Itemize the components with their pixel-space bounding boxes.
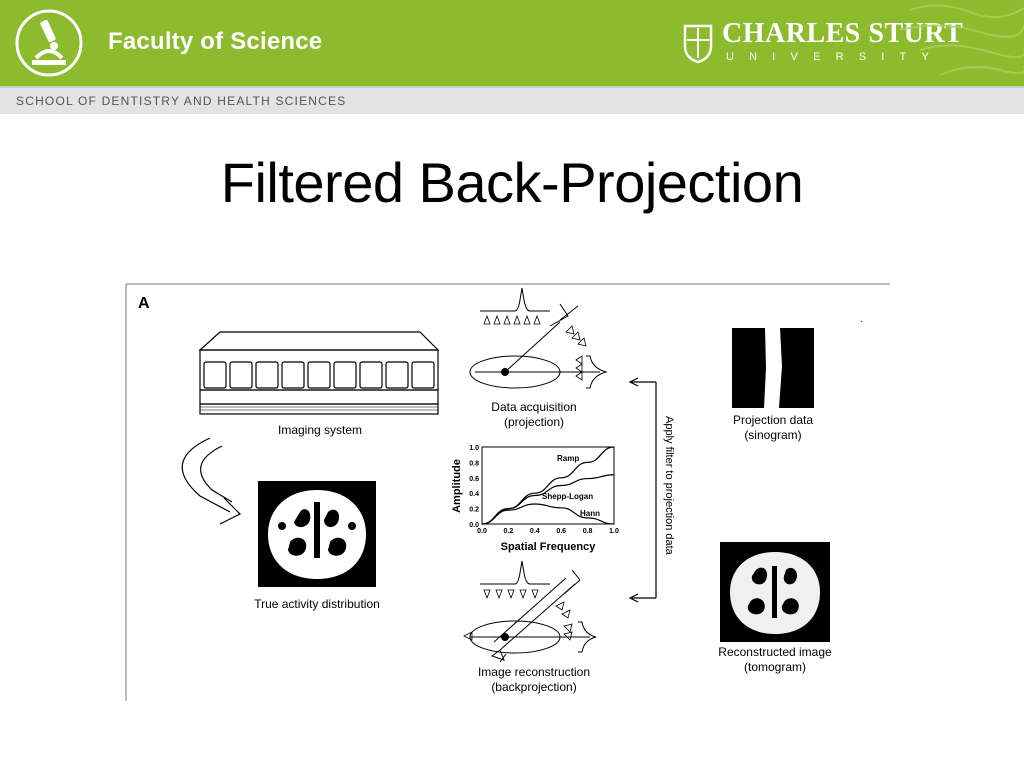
panel-label: A	[138, 295, 150, 312]
header-bar: Faculty of Science CHARLES STURT UNIVERS…	[0, 0, 1024, 86]
x-tick-label: 0.2	[504, 528, 514, 535]
x-tick-label: 1.0	[609, 528, 619, 535]
y-tick-label: 0.8	[469, 460, 479, 467]
reconstruction-label-1: Image reconstruction	[478, 665, 590, 679]
series-line-shepp-logan	[481, 474, 615, 525]
image-reconstruction-diagram	[463, 560, 597, 663]
true-activity-label: True activity distribution	[254, 597, 380, 611]
curved-arrow-icon	[181, 437, 242, 525]
data-acquisition-label-1: Data acquisition	[491, 400, 576, 414]
university-name: CHARLES STURT	[722, 18, 964, 49]
reconstructed-label-1: Reconstructed image	[718, 645, 832, 659]
apply-filter-label: Apply filter to projection data	[663, 416, 675, 556]
projection-data-label-2: (sinogram)	[744, 428, 801, 442]
reconstructed-image	[720, 542, 830, 642]
chart-plot-area	[481, 446, 615, 525]
y-tick-label: 0.6	[469, 476, 479, 483]
imaging-system-label: Imaging system	[278, 423, 362, 437]
data-acquisition-diagram	[469, 287, 608, 389]
imaging-system-diagram	[198, 331, 440, 415]
microscope-icon	[14, 8, 84, 78]
y-tick-label: 1.0	[469, 445, 479, 452]
projection-data-label-1: Projection data	[733, 413, 813, 427]
figure-panel: A Imaging system	[120, 276, 900, 706]
faculty-title: Faculty of Science	[108, 28, 323, 55]
reconstructed-label-2: (tomogram)	[744, 660, 806, 674]
sinogram-image	[732, 328, 814, 408]
series-label-hann: Hann	[580, 509, 600, 518]
chart-x-axis-label: Spatial Frequency	[501, 541, 597, 553]
x-tick-label: 0.0	[477, 528, 487, 535]
data-acquisition-label-2: (projection)	[504, 415, 564, 429]
chart-y-axis-label: Amplitude	[451, 459, 463, 513]
y-tick-label: 0.2	[469, 507, 479, 514]
true-activity-image	[258, 481, 376, 587]
y-tick-label: 0.0	[469, 522, 479, 529]
series-line-hann	[481, 503, 615, 525]
series-label-shepp-logan: Shepp-Logan	[542, 492, 593, 501]
stray-mark: ·	[860, 316, 863, 327]
university-subtitle: UNIVERSITY	[726, 51, 945, 63]
filter-chart: 0.0 0.2 0.4 0.6 0.8 1.0 0.0 0.2 0.4 0.6 0.8 1.0 Ra…	[451, 445, 619, 553]
x-tick-label: 0.4	[530, 528, 540, 535]
university-crest-icon	[683, 22, 713, 64]
series-label-ramp: Ramp	[557, 454, 579, 463]
decorative-pattern	[900, 4, 1024, 76]
school-name: SCHOOL OF DENTISTRY AND HEALTH SCIENCES	[16, 94, 347, 108]
reconstruction-label-2: (backprojection)	[491, 680, 576, 694]
x-tick-label: 0.6	[556, 528, 566, 535]
filter-flow-arrows	[628, 377, 657, 603]
slide-title: Filtered Back-Projection	[220, 151, 804, 214]
y-tick-label: 0.4	[469, 491, 479, 498]
x-tick-label: 0.8	[583, 528, 593, 535]
subheader-bar: SCHOOL OF DENTISTRY AND HEALTH SCIENCES	[0, 86, 1024, 114]
